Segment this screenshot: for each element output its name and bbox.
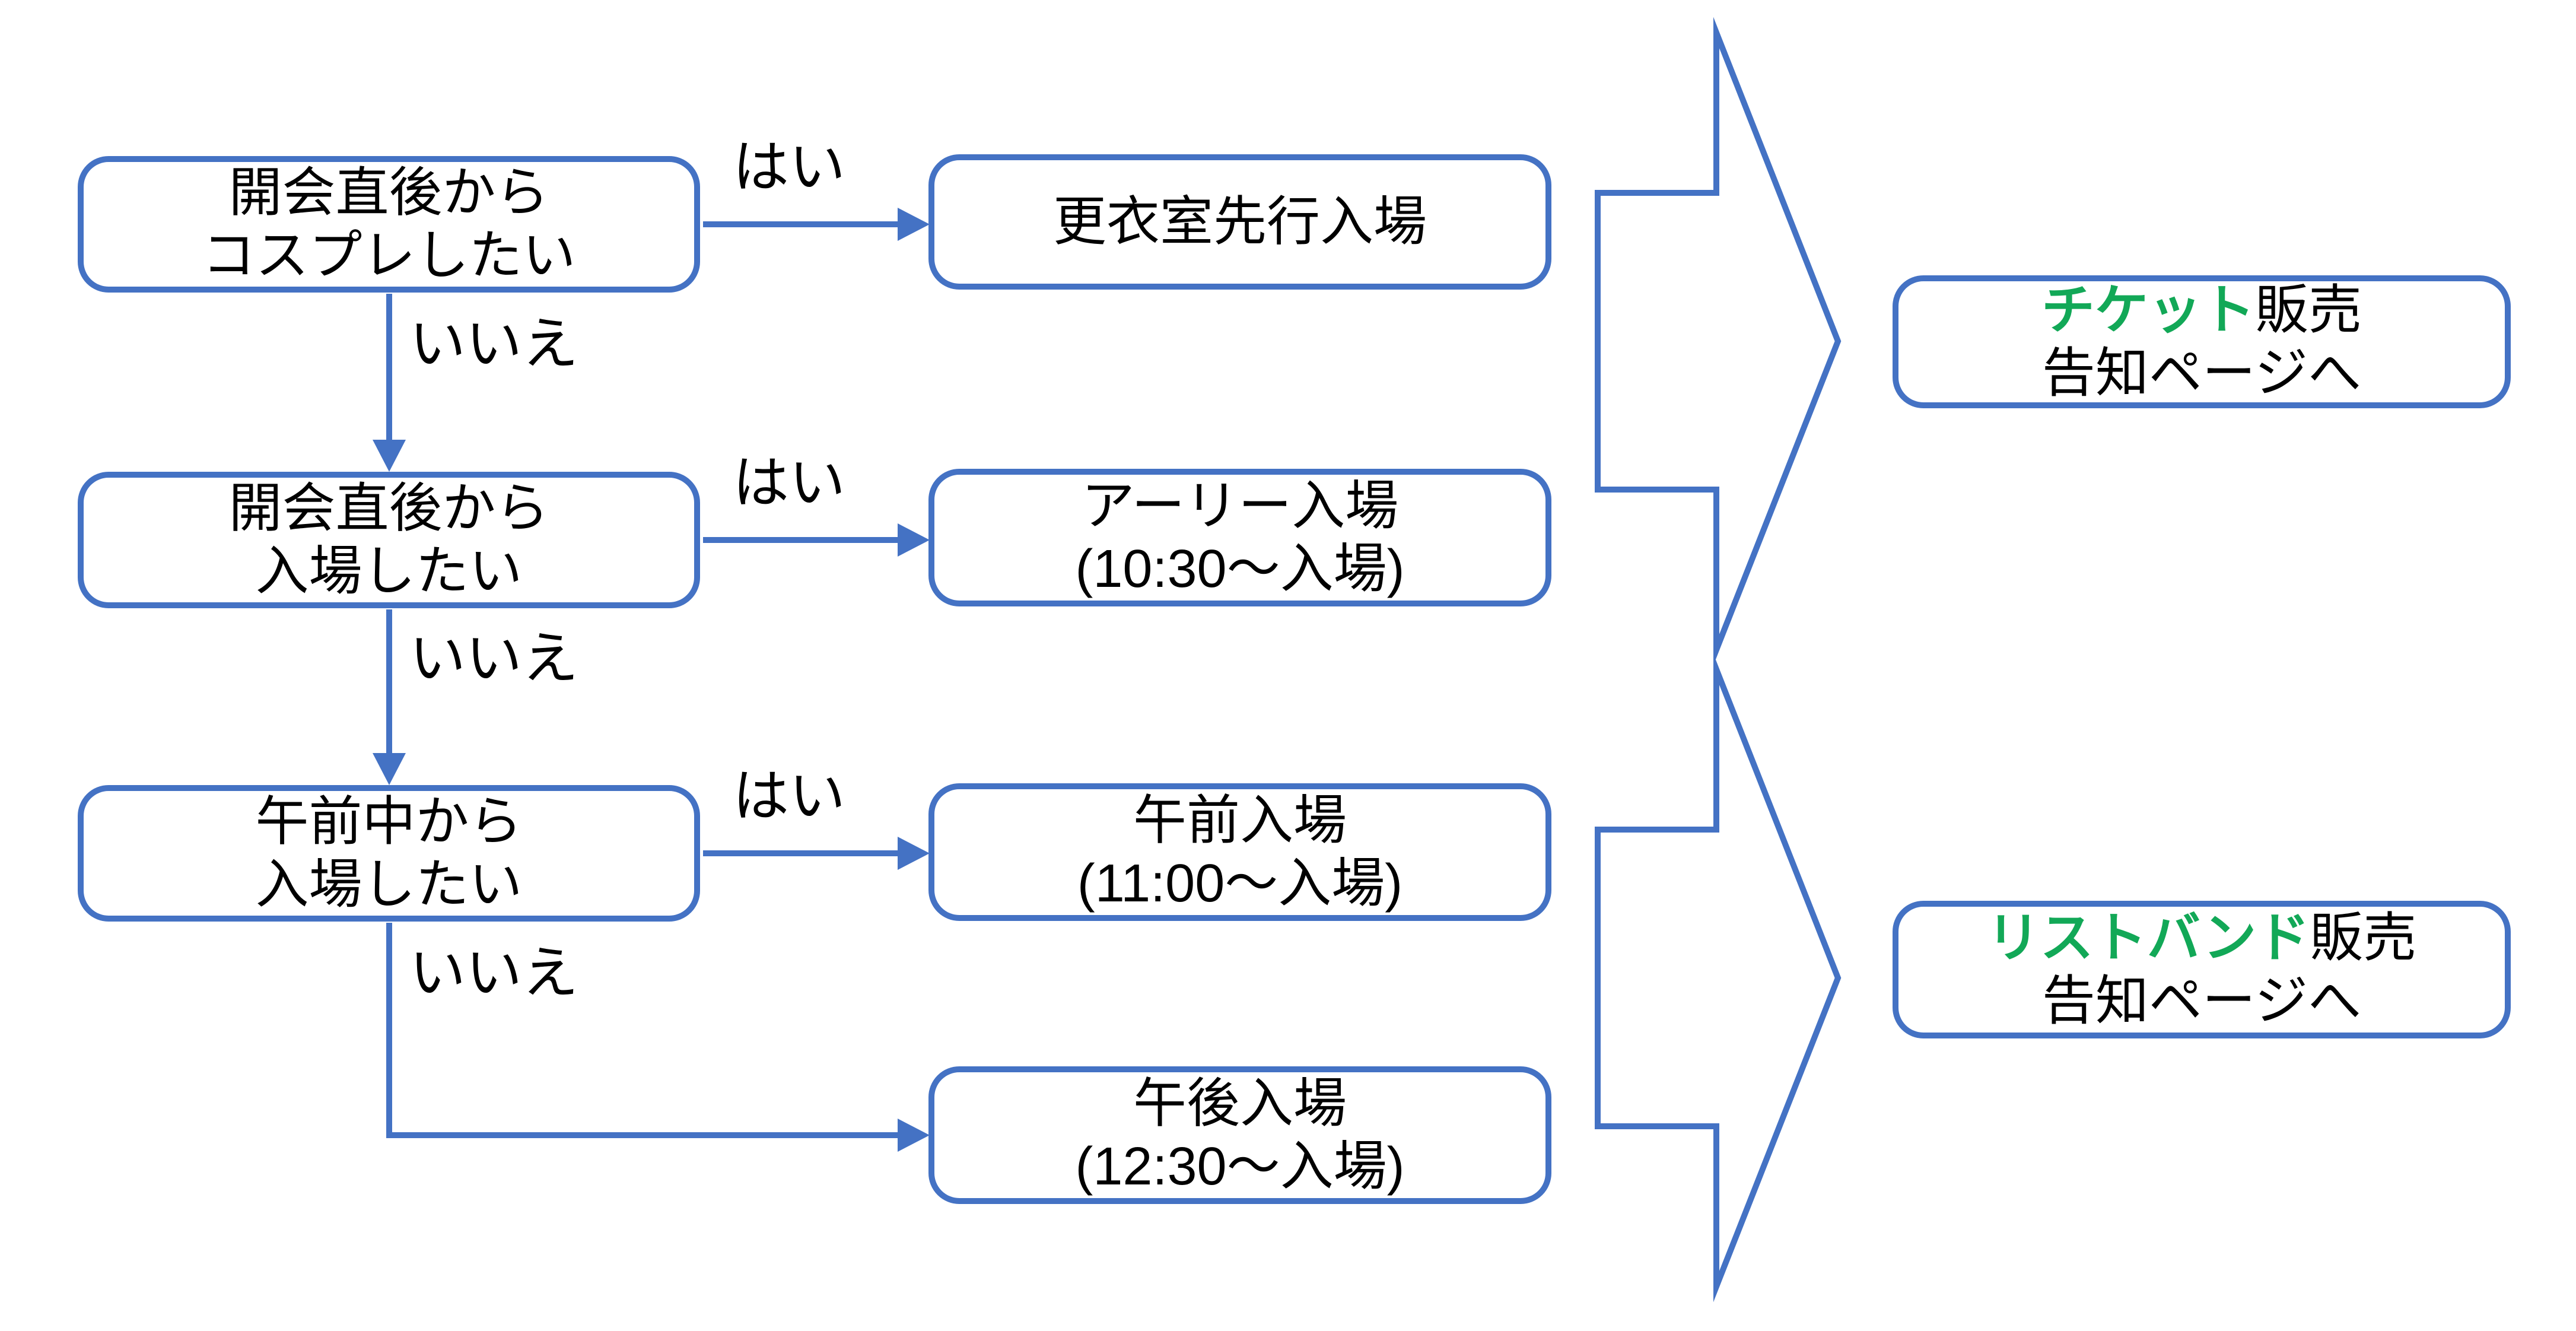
decision-box-enter-morning: 午前中から 入場したい <box>78 785 700 922</box>
highlight-wristband: リストバンド <box>1986 908 2310 968</box>
destination-subtitle: 告知ページへ <box>2041 971 2362 1031</box>
label-no-1: いいえ <box>409 313 579 376</box>
destination-subtitle: 告知ページへ <box>2041 344 2362 403</box>
arrow-yes-2 <box>703 523 930 557</box>
result-box-changing-room: 更衣室先行入場 <box>928 154 1551 290</box>
decision-text: コスプレしたい <box>202 226 576 285</box>
destination-title-rest: 販売 <box>2255 280 2362 340</box>
result-text: (10:30～入場) <box>1075 539 1405 599</box>
destination-title: チケット販売 <box>2041 279 2362 342</box>
decision-box-enter-at-opening: 開会直後から 入場したい <box>78 472 700 608</box>
result-text: 午前入場 <box>1133 790 1347 850</box>
destination-box-wristband-sales: リストバンド販売 告知ページへ <box>1893 901 2511 1038</box>
decision-text: 入場したい <box>255 855 523 914</box>
label-yes-3: はい <box>733 765 846 828</box>
arrow-no-2 <box>373 609 406 785</box>
result-box-afternoon-entry: 午後入場 (12:30～入場) <box>928 1066 1551 1204</box>
label-yes-1: はい <box>733 136 846 199</box>
result-text: (12:30～入場) <box>1075 1137 1405 1196</box>
result-text: アーリー入場 <box>1081 476 1399 536</box>
arrow-no-3-elbow <box>386 923 930 1152</box>
block-arrow-bottom <box>1595 653 1842 1303</box>
result-text: (11:00～入場) <box>1077 854 1403 913</box>
decision-text: 開会直後から <box>228 163 549 223</box>
block-arrow-top <box>1595 17 1842 666</box>
label-no-3: いいえ <box>409 942 579 1005</box>
result-text: 午後入場 <box>1133 1073 1347 1133</box>
decision-box-cosplay: 開会直後から コスプレしたい <box>78 156 700 293</box>
decision-text: 開会直後から <box>228 478 549 538</box>
label-no-2: いいえ <box>409 627 579 690</box>
destination-box-ticket-sales: チケット販売 告知ページへ <box>1893 275 2511 408</box>
arrow-yes-1 <box>703 208 930 241</box>
destination-title-rest: 販売 <box>2310 908 2417 968</box>
decision-text: 午前中から <box>255 792 523 852</box>
result-box-morning-entry: 午前入場 (11:00～入場) <box>928 783 1551 921</box>
destination-title: リストバンド販売 <box>1987 907 2417 970</box>
decision-text: 入場したい <box>255 542 523 601</box>
arrow-no-1 <box>373 294 406 472</box>
highlight-ticket: チケット <box>2041 280 2255 340</box>
result-box-early-entry: アーリー入場 (10:30～入場) <box>928 469 1551 606</box>
result-text: 更衣室先行入場 <box>1053 192 1427 252</box>
arrow-yes-3 <box>703 837 930 870</box>
label-yes-2: はい <box>733 452 846 514</box>
